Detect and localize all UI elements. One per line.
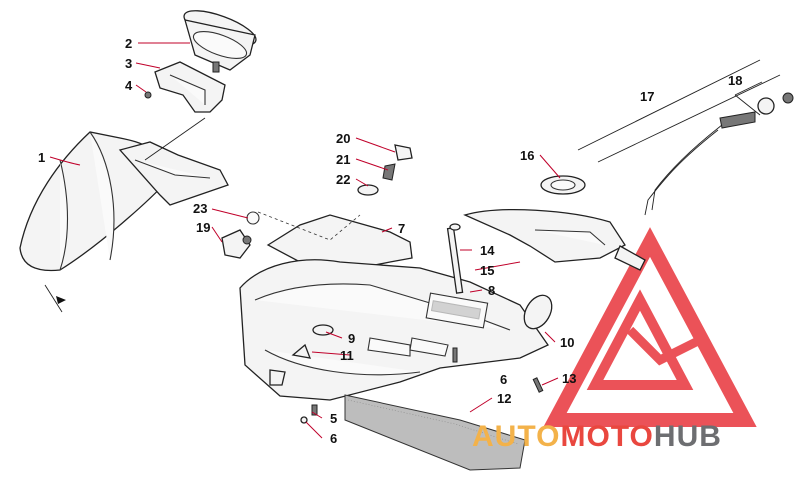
watermark-hub: HUB	[654, 420, 722, 453]
callout-7: 7	[398, 221, 405, 236]
part-gauge	[183, 10, 257, 73]
callout-8: 8	[488, 283, 495, 298]
callout-12: 12	[497, 391, 511, 406]
callout-6-second: 6	[500, 372, 507, 387]
callout-15: 15	[480, 263, 494, 278]
arrow-marker-left	[56, 296, 66, 304]
callout-14: 14	[480, 243, 495, 258]
callout-18: 18	[728, 73, 742, 88]
callout-6: 6	[330, 431, 337, 446]
callout-19: 19	[196, 220, 210, 235]
callout-4: 4	[125, 78, 133, 93]
callout-9: 9	[348, 331, 355, 346]
callout-3: 3	[125, 56, 132, 71]
callout-20: 20	[336, 131, 350, 146]
callout-10: 10	[560, 335, 574, 350]
watermark-auto: AUTO	[472, 420, 560, 453]
callout-labels: 1 2 3 4 5 6 6 7 8 9 10 11 12 13 14 15 16…	[38, 36, 742, 446]
watermark-logo	[543, 227, 757, 427]
part-hood-body	[239, 259, 553, 401]
part-gauge-bracket	[144, 61, 226, 113]
part-grommet	[540, 175, 586, 195]
part-right-cowl	[463, 209, 646, 271]
watermark-text: AUTOMOTOHUB	[472, 420, 722, 453]
callout-17: 17	[640, 89, 654, 104]
part-small-fasteners	[291, 343, 544, 424]
callout-11: 11	[340, 348, 354, 363]
part-foam-pad	[344, 394, 526, 471]
part-long-bolt	[446, 223, 464, 294]
part-cable-assembly	[577, 59, 794, 216]
callout-21: 21	[336, 152, 350, 167]
callout-13: 13	[562, 371, 576, 386]
callout-5: 5	[330, 411, 337, 426]
callout-1: 1	[38, 150, 45, 165]
leader-lines	[49, 42, 561, 439]
callout-23: 23	[193, 201, 207, 216]
part-switch	[221, 211, 260, 259]
logo-chevron	[626, 326, 703, 366]
callout-16: 16	[520, 148, 534, 163]
logo-triangle-outer	[543, 227, 757, 427]
logo-triangle-inner	[586, 289, 694, 390]
callout-22: 22	[336, 172, 350, 187]
callout-2: 2	[125, 36, 132, 51]
watermark-moto: MOTO	[560, 420, 653, 453]
part-windshield	[19, 131, 229, 313]
part-fastener-stack	[357, 144, 413, 196]
